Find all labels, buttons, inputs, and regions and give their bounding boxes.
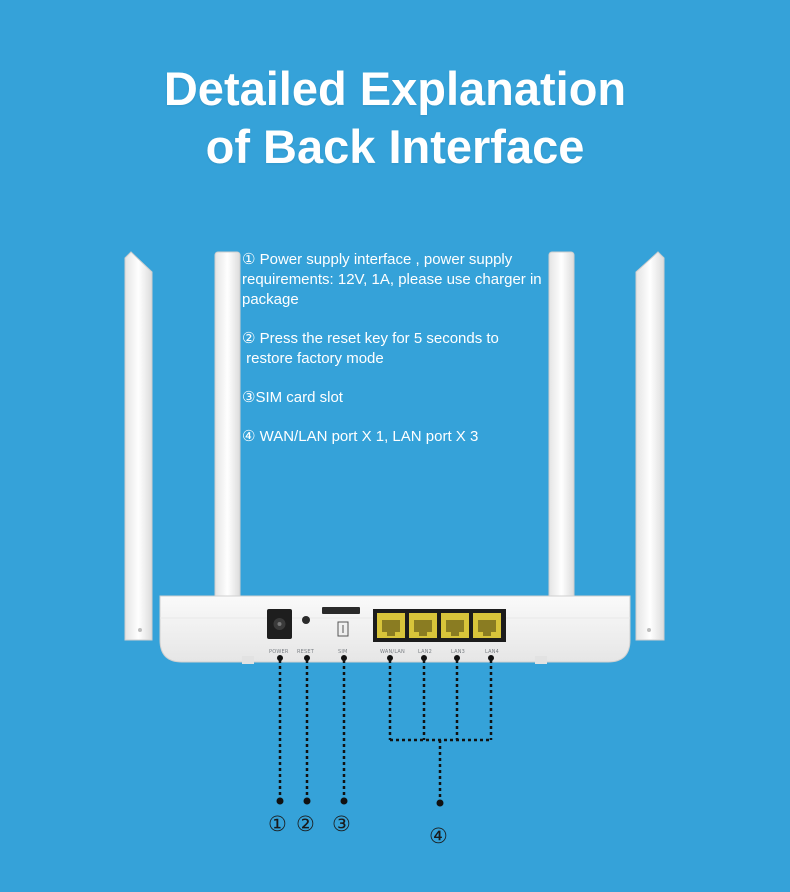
note-sim-slot: ③SIM card slot bbox=[242, 389, 343, 406]
callout-lines bbox=[278, 660, 493, 800]
port-label-power: POWER bbox=[269, 649, 289, 655]
note-ethernet-ports: ④ WAN/LAN port X 1, LAN port X 3 bbox=[242, 428, 479, 445]
port-label-sim: SIM bbox=[338, 649, 348, 655]
ethernet-port-block bbox=[373, 609, 506, 642]
page-title-line-2: of Back Interface bbox=[205, 120, 585, 173]
antenna-far-left bbox=[124, 251, 153, 641]
page-title-line-1: Detailed Explanation bbox=[163, 62, 627, 115]
port-label-reset: RESET bbox=[297, 649, 315, 655]
ethernet-port-lan2 bbox=[409, 613, 437, 638]
power-jack bbox=[267, 609, 292, 639]
ethernet-port-lan3 bbox=[441, 613, 469, 638]
callout-number-1: ① bbox=[268, 812, 287, 836]
callout-number-3: ③ bbox=[332, 812, 351, 836]
sim-card-slot bbox=[322, 607, 360, 637]
note-power-supply: ① Power supply interface , power supply … bbox=[242, 251, 546, 308]
ethernet-port-wanlan bbox=[377, 613, 405, 638]
antenna-far-right bbox=[635, 251, 665, 641]
note-reset: ② Press the reset key for 5 seconds to r… bbox=[242, 330, 499, 367]
port-label-lan2: LAN2 bbox=[418, 649, 433, 655]
reset-button bbox=[302, 616, 310, 624]
interface-notes: ① Power supply interface , power supply … bbox=[242, 250, 562, 466]
antenna-inner-left bbox=[214, 251, 241, 648]
callout-number-4: ④ bbox=[429, 824, 448, 848]
callout-dots bbox=[276, 655, 494, 807]
port-label-lan3: LAN3 bbox=[451, 649, 466, 655]
callout-number-2: ② bbox=[296, 812, 315, 836]
ethernet-port-lan4 bbox=[473, 613, 501, 638]
port-label-lan4: LAN4 bbox=[485, 649, 500, 655]
port-label-wanlan: WAN/LAN bbox=[380, 649, 405, 655]
